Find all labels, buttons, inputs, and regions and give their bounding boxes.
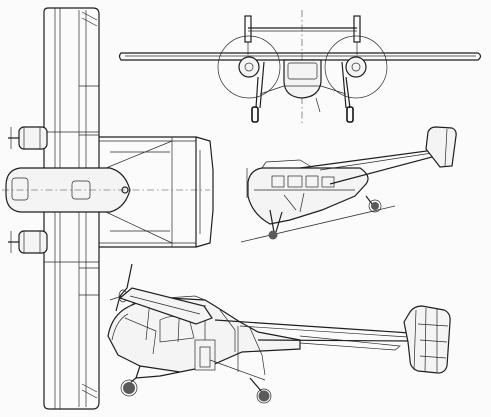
- side-ground-line: [240, 205, 396, 243]
- plan-engine-nacelle-lower: [8, 230, 48, 254]
- front-tail-booms-and-fins: [244, 10, 361, 125]
- front-fuselage-pod: [283, 59, 322, 99]
- perspective-wing: [109, 287, 213, 325]
- front-propeller-discs: [217, 35, 388, 99]
- perspective-fuselage: [107, 295, 301, 381]
- perspective-tail-fin: [403, 305, 451, 374]
- plan-engine-nacelle-upper: [8, 126, 48, 150]
- perspective-landing-gear: [120, 365, 272, 404]
- plan-tailplane: [99, 136, 214, 248]
- front-view: [118, 10, 482, 125]
- plan-view: [2, 7, 214, 410]
- front-engine-nacelles: [238, 56, 367, 78]
- side-fin: [425, 126, 457, 168]
- perspective-propeller: [115, 263, 133, 312]
- perspective-view: [107, 263, 451, 404]
- plan-fuselage-pod: [2, 167, 210, 213]
- side-view: [240, 126, 457, 243]
- front-landing-gear: [251, 61, 354, 123]
- side-landing-gear: [268, 195, 382, 240]
- front-wing: [118, 52, 482, 61]
- side-fuselage: [247, 159, 369, 225]
